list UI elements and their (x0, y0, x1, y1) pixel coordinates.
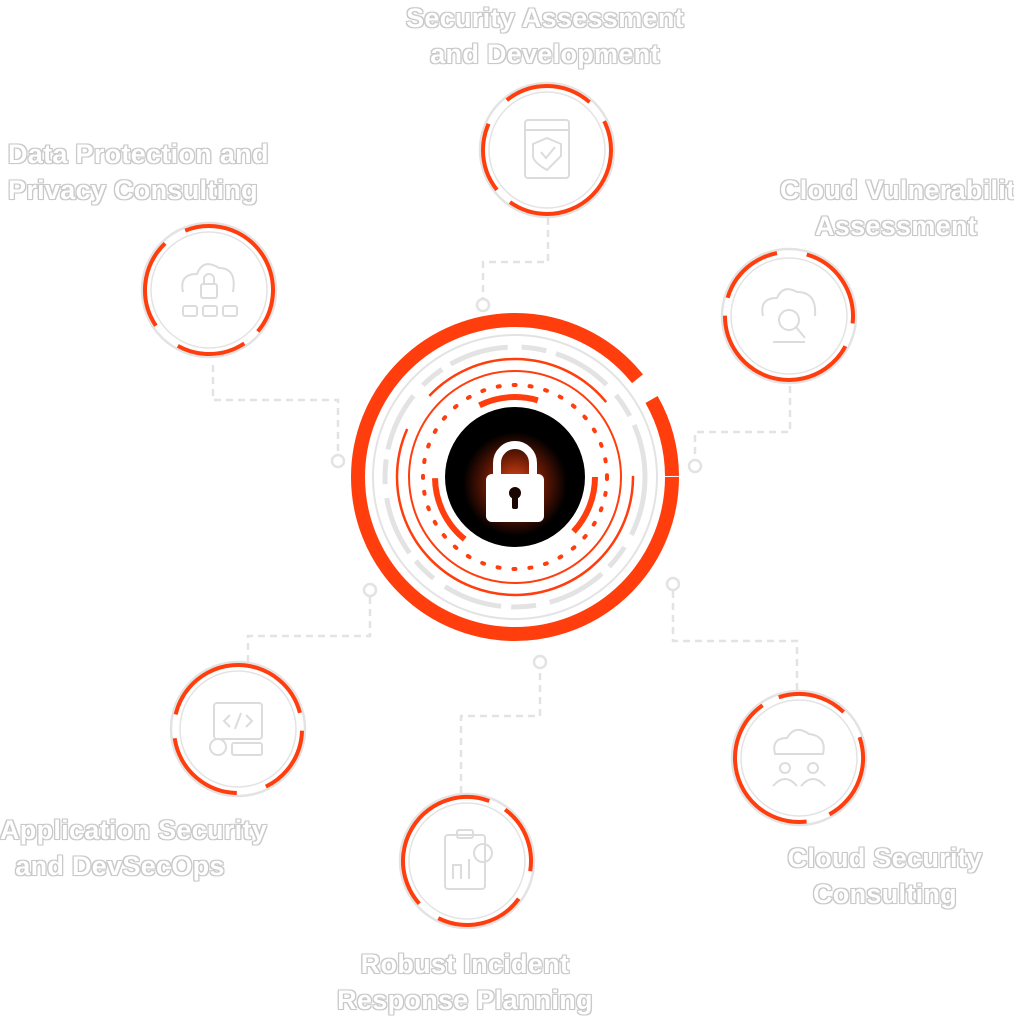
label-line: Response Planning (337, 985, 593, 1015)
label-line: Assessment (814, 211, 978, 241)
cloud-lock-icon (181, 263, 238, 317)
cloud-magnifier-icon (761, 288, 817, 343)
connector-cloud-vulnerability (693, 386, 792, 466)
connector-lines (211, 218, 799, 793)
middle-orange-ring (395, 357, 635, 597)
node-cloud-vulnerability (720, 247, 858, 385)
connector-dot (330, 453, 346, 469)
label-security-assessment: Security Assessment and Development (400, 0, 690, 72)
node-inner-ring (730, 257, 848, 375)
node-outer-ring (730, 689, 868, 827)
node-inner-ring (740, 699, 858, 817)
connector-dot (532, 654, 548, 670)
node-data-protection (140, 221, 278, 359)
node-outer-ring (169, 660, 307, 798)
node-security-assessment (478, 81, 616, 219)
inner-arc-ring (432, 394, 598, 560)
connector-data-protection (211, 365, 340, 461)
node-orange-ring (481, 84, 613, 216)
node-inner-ring (179, 670, 297, 788)
node-circles (140, 81, 868, 930)
node-inner-ring (150, 231, 268, 349)
label-line: Privacy Consulting (8, 175, 258, 205)
label-line: Security Assessment (406, 3, 684, 33)
node-orange-ring (401, 795, 534, 928)
segmented-ring (382, 344, 648, 610)
node-outer-ring (398, 792, 536, 930)
node-orange-ring (733, 692, 865, 824)
node-outer-ring (140, 221, 278, 359)
connector-dot (475, 297, 491, 313)
label-incident-response: Robust Incident Response Planning (330, 946, 600, 1018)
node-orange-ring (723, 250, 855, 382)
label-line: Consulting (813, 879, 957, 909)
label-line: Cloud Vulnerability (780, 175, 1014, 205)
cloud-team-icon (772, 728, 826, 787)
central-emblem (351, 313, 679, 641)
node-outer-ring (720, 247, 858, 385)
connector-dots (330, 297, 703, 670)
shield-check-document-icon (524, 119, 570, 179)
node-inner-ring (488, 91, 606, 209)
label-line: and Development (430, 39, 660, 69)
label-cloud-security-consulting: Cloud Security Consulting (780, 840, 990, 912)
outer-thin-ring (372, 334, 658, 620)
node-cloud-security-consulting (730, 689, 868, 827)
connector-dot (665, 576, 681, 592)
label-application-security: Application Security and DevSecOps (0, 812, 268, 884)
connector-incident-response (459, 662, 542, 793)
node-incident-response (398, 792, 536, 930)
label-data-protection: Data Protection and Privacy Consulting (8, 136, 269, 208)
node-orange-ring (172, 663, 304, 795)
connector-dot (687, 458, 703, 474)
label-line: Data Protection and (8, 139, 269, 169)
label-line: and DevSecOps (15, 851, 225, 881)
label-line: Application Security (0, 815, 268, 845)
node-orange-ring (143, 224, 275, 356)
outer-orange-ring (351, 313, 679, 641)
connector-cloud-security-consulting (671, 584, 799, 690)
label-line: Cloud Security (787, 843, 983, 873)
code-window-icon (209, 702, 263, 756)
inner-thin-ring (408, 370, 622, 584)
node-inner-ring (408, 802, 526, 920)
node-outer-ring (478, 81, 616, 219)
padlock-icon (486, 441, 544, 522)
connector-dot (362, 582, 378, 598)
label-cloud-vulnerability: Cloud Vulnerability Assessment (780, 172, 1014, 244)
node-application-security (169, 660, 307, 798)
connector-security-assessment (481, 218, 550, 305)
connector-application-security (246, 590, 372, 662)
clipboard-gear-icon (444, 829, 493, 890)
label-line: Robust Incident (360, 949, 570, 979)
dotted-ring (421, 383, 609, 571)
